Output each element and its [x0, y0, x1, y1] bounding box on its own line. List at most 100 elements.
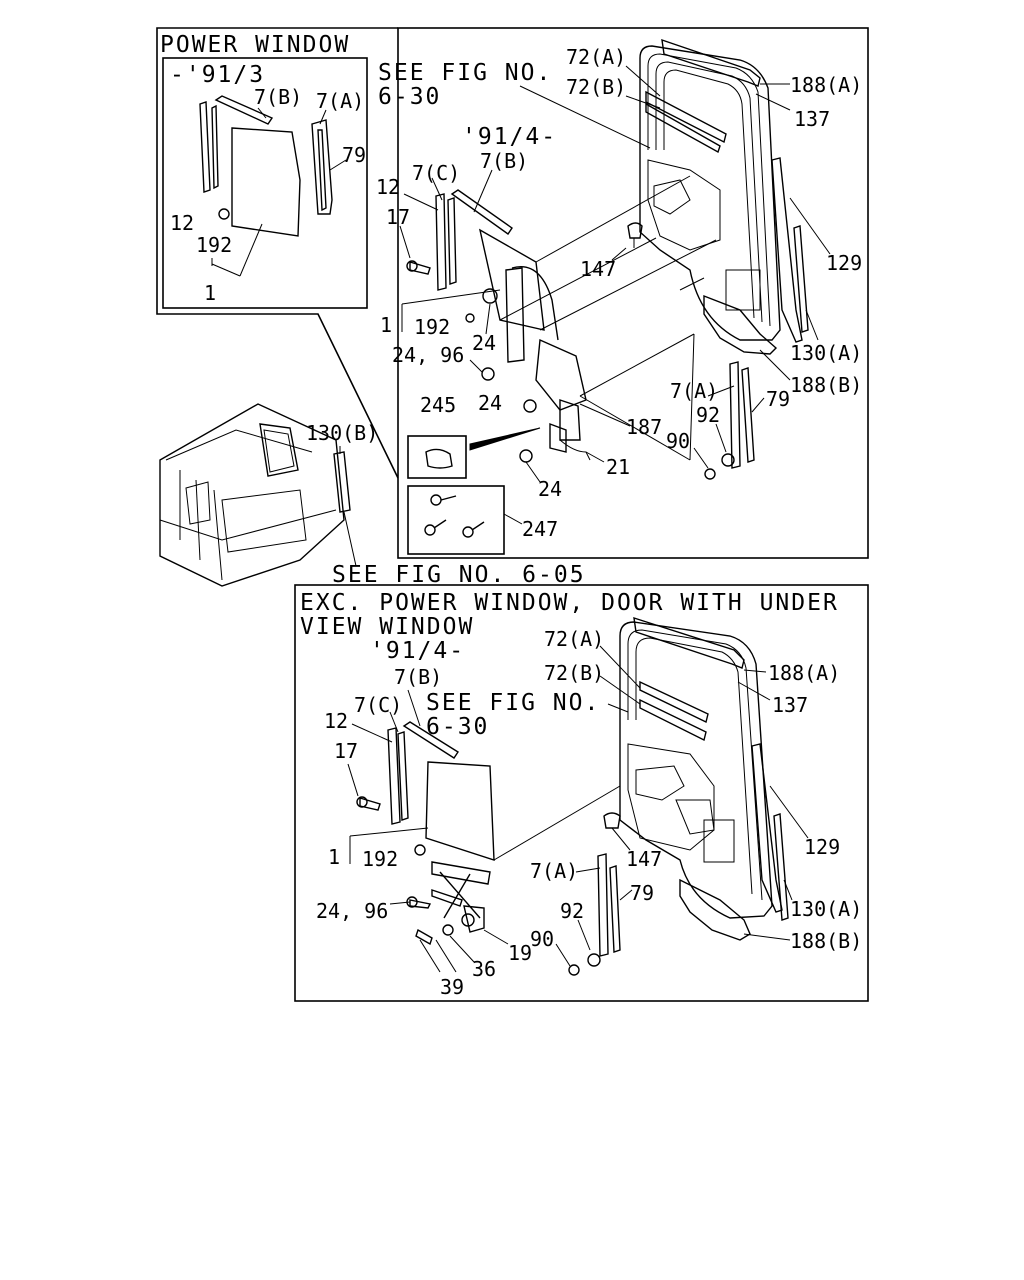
upper-label-188a: 188(A) — [790, 73, 862, 97]
lower-label-36: 36 — [472, 957, 496, 981]
lower-label-129: 129 — [804, 835, 840, 859]
truck-cab-illustration — [159, 403, 345, 587]
lower-section-frame — [294, 584, 869, 1002]
lower-label-188a: 188(A) — [768, 661, 840, 685]
lower-label-90: 90 — [530, 927, 554, 951]
upper-see-fig-leader — [519, 85, 651, 149]
upper-label-12: 12 — [376, 175, 400, 199]
lower-label-79: 79 — [630, 881, 654, 905]
clip-245-icon — [425, 448, 453, 469]
lower-glass-regulator — [356, 721, 495, 946]
upper-label-92: 92 — [696, 403, 720, 427]
lower-label-1: 1 — [328, 845, 340, 869]
upper-door-panel — [639, 38, 809, 355]
upper-label-17: 17 — [386, 205, 410, 229]
lead-130a-lower — [783, 879, 793, 901]
lead-7c-upper — [431, 177, 443, 201]
inset-frame — [162, 57, 368, 309]
see-fig-6-05-note: SEE FIG NO. 6-05 — [332, 562, 586, 588]
lower-dashed-leader — [493, 785, 621, 861]
lead-24-upper — [485, 303, 491, 335]
clip-245-pointer — [469, 427, 541, 451]
upper-label-72a: 72(A) — [566, 45, 626, 69]
lower-see-fig-leader — [607, 703, 629, 713]
upper-lower-channel — [704, 361, 755, 480]
lower-date-from: '91/4- — [370, 638, 465, 664]
lead-21-upper — [585, 451, 605, 463]
lead-247 — [503, 513, 523, 525]
inset-label-7a: 7(A) — [316, 89, 364, 113]
inset-label-1: 1 — [204, 281, 216, 305]
upper-label-137: 137 — [794, 107, 830, 131]
lead-12-upper — [403, 193, 439, 211]
inset-glass-assembly — [199, 95, 347, 277]
upper-label-90: 90 — [666, 429, 690, 453]
lead-72a-upper — [625, 65, 661, 97]
upper-see-fig-note: SEE FIG NO. — [378, 60, 552, 86]
lower-label-19: 19 — [508, 941, 532, 965]
upper-section-frame — [397, 27, 869, 559]
upper-label-247: 247 — [522, 517, 558, 541]
lower-title-line2: VIEW WINDOW — [300, 614, 474, 640]
upper-label-245: 245 — [420, 393, 456, 417]
upper-section-title: POWER WINDOW — [160, 32, 350, 58]
lead-137-lower — [737, 681, 771, 701]
inset-label-192: 192 — [196, 233, 232, 257]
lower-label-72b: 72(B) — [544, 661, 604, 685]
upper-label-7b: 7(B) — [480, 149, 528, 173]
inset-date-range: -'91/3 — [170, 62, 265, 88]
upper-label-187: 187 — [626, 415, 662, 439]
upper-label-1: 1 — [380, 313, 392, 337]
lower-label-188b: 188(B) — [790, 929, 862, 953]
inset-label-7b: 7(B) — [254, 85, 302, 109]
lead-see-fig-605 — [343, 511, 357, 567]
lead-7a-lower — [575, 867, 601, 873]
lead-92-upper — [715, 423, 727, 453]
upper-label-2496: 24, 96 — [392, 343, 464, 367]
lower-label-17: 17 — [334, 739, 358, 763]
lead-12-lower — [351, 723, 393, 743]
upper-dashed-leaders — [499, 175, 717, 461]
lead-72b-upper — [625, 95, 661, 109]
inset-label-12: 12 — [170, 211, 194, 235]
screws-247-box — [407, 485, 505, 555]
lead-188b-lower — [743, 933, 791, 941]
lead-147-lower — [611, 827, 631, 851]
lower-label-2496: 24, 96 — [316, 899, 388, 923]
lower-title-line1: EXC. POWER WINDOW, DOOR WITH UNDER — [300, 590, 839, 616]
lead-90-upper — [693, 447, 709, 469]
lead-188a-lower — [743, 669, 767, 673]
lead-92-lower — [577, 919, 591, 951]
upper-date-from: '91/4- — [462, 124, 557, 150]
lower-label-130a: 130(A) — [790, 897, 862, 921]
lead-90-lower — [555, 943, 571, 967]
upper-label-129: 129 — [826, 251, 862, 275]
lead-39-lower — [419, 939, 441, 973]
lead-79-lower — [619, 889, 633, 901]
lead-7a-upper — [707, 385, 735, 397]
screws-247-icon — [424, 494, 485, 538]
lead-2496-lower — [389, 901, 411, 905]
lower-label-7c: 7(C) — [354, 693, 402, 717]
lead-129-lower — [769, 785, 809, 839]
clip-245-box — [407, 435, 467, 479]
upper-label-7c: 7(C) — [412, 161, 460, 185]
upper-label-21: 21 — [606, 455, 630, 479]
upper-label-192: 192 — [414, 315, 450, 339]
lower-label-12: 12 — [324, 709, 348, 733]
lead-2496-upper — [469, 359, 483, 373]
lower-label-39: 39 — [440, 975, 464, 999]
lead-7c-lower — [389, 711, 399, 733]
lead-19-lower — [483, 929, 509, 945]
lower-see-fig-number: 6-30 — [426, 714, 489, 740]
lead-137-upper — [755, 93, 791, 111]
lead-7b-upper — [473, 169, 493, 213]
lead-147-upper — [611, 247, 627, 261]
lead-187-upper — [579, 403, 631, 427]
upper-label-24b: 24 — [478, 391, 502, 415]
lower-label-7b: 7(B) — [394, 665, 442, 689]
upper-label-147: 147 — [580, 257, 616, 281]
inset-label-79: 79 — [342, 143, 366, 167]
lead-130a-upper — [805, 309, 819, 341]
